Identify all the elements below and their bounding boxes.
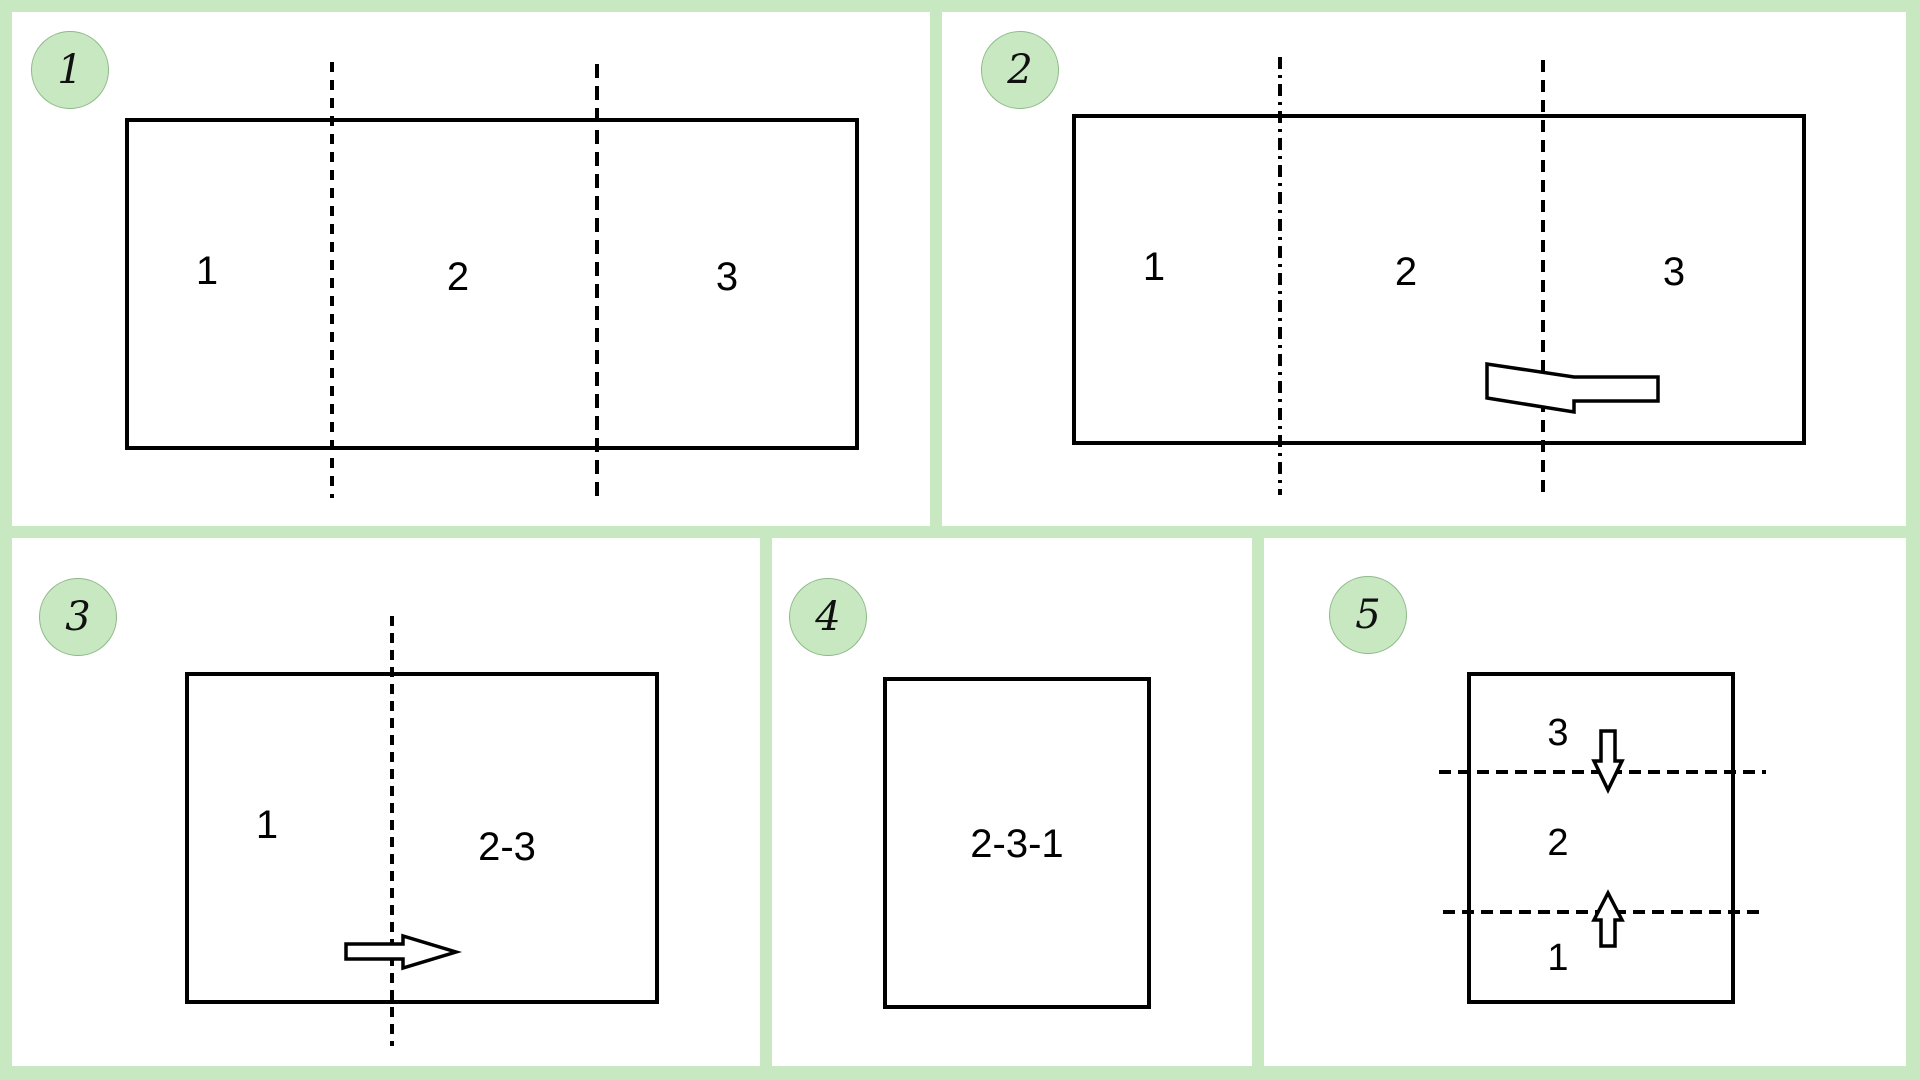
step-badge-2: 2	[981, 31, 1059, 109]
panel-step-2	[942, 12, 1906, 526]
panel-step-3	[12, 538, 760, 1066]
step-badge-4: 4	[789, 578, 867, 656]
panel-step-1	[12, 12, 930, 526]
step-badge-5: 5	[1329, 576, 1407, 654]
step-badge-3: 3	[39, 578, 117, 656]
step-badge-1: 1	[31, 31, 109, 109]
